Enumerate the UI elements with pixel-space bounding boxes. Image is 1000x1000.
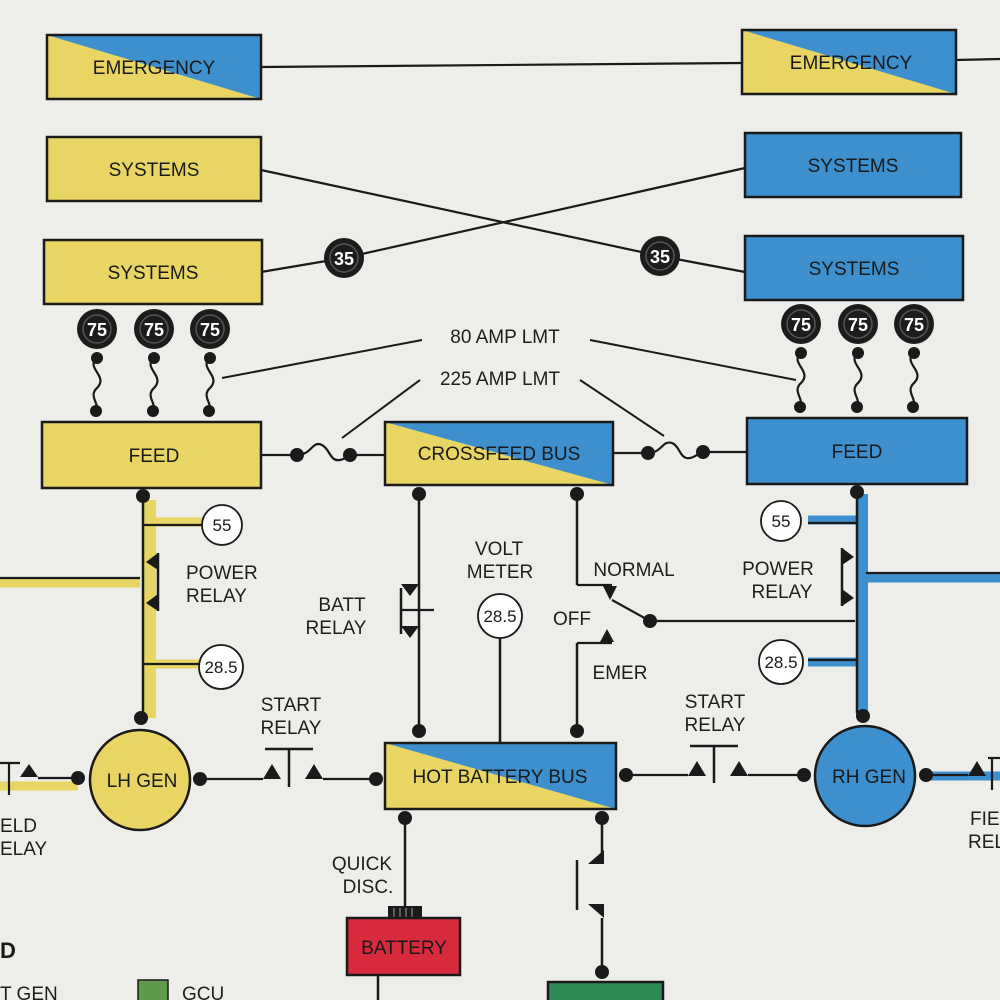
power-relay-right-label-2: RELAY [752, 582, 813, 603]
feed-bus-left: FEED [40, 420, 263, 490]
volt-meter: VOLT METER 28.5 [467, 539, 534, 743]
lh-generator: LH GEN [88, 728, 192, 832]
emergency-bus-left: EMERGENCY [45, 33, 263, 101]
power-relay-left-label-2: RELAY [186, 586, 247, 607]
svg-text:NORMAL: NORMAL [593, 560, 674, 581]
svg-text:OFF: OFF [553, 609, 591, 630]
svg-text:RH GEN: RH GEN [832, 767, 906, 788]
feed-left-label: FEED [129, 446, 180, 467]
legend: D T GEN GCU [0, 938, 224, 1000]
label-80-amp-lmt: 80 AMP LMT [450, 327, 560, 348]
gauge-28-5-left: 28.5 [198, 644, 244, 690]
svg-text:35: 35 [334, 249, 354, 269]
legend-gcu-swatch [137, 979, 169, 1000]
legend-item-gen: T GEN [0, 984, 58, 1000]
legend-item-gcu: GCU [182, 984, 224, 1000]
svg-text:DISC.: DISC. [343, 877, 394, 898]
breaker-group-right: 75 75 75 [781, 304, 934, 413]
svg-text:QUICK: QUICK [332, 854, 393, 875]
emergency-bus-right: EMERGENCY [740, 28, 958, 96]
current-limiter-right [613, 441, 747, 460]
hot-battery-bus: HOT BATTERY BUS [383, 741, 618, 811]
systems-right-1-label: SYSTEMS [808, 156, 899, 177]
crossfeed-bus-label: CROSSFEED BUS [418, 444, 581, 465]
circuit-breaker-75: 75 [134, 309, 174, 417]
circuit-breaker-35-left: 35 [324, 238, 364, 278]
power-relay-right-label: POWER [742, 559, 814, 580]
svg-text:RELAY: RELAY [685, 715, 746, 736]
svg-text:ELAY: ELAY [0, 839, 48, 860]
circuit-breaker-75: 75 [781, 304, 821, 413]
hot-battery-bus-label: HOT BATTERY BUS [413, 767, 588, 788]
svg-text:75: 75 [904, 315, 924, 335]
gauge-55-left: 55 [201, 504, 243, 546]
power-relay-left-label: POWER [186, 563, 258, 584]
circuit-breaker-75: 75 [838, 304, 878, 413]
ground-relay-branch [546, 811, 665, 1000]
battery-branch: QUICK DISC. BATTERY [332, 811, 462, 1000]
circuit-breaker-35-right: 35 [640, 236, 680, 276]
svg-text:EMER: EMER [593, 663, 648, 684]
legend-title: D [0, 938, 16, 963]
field-relay-left: ELD ELAY [0, 761, 85, 860]
svg-text:REL: REL [968, 832, 1000, 853]
start-relay-right: START RELAY [619, 692, 811, 783]
circuit-breaker-75: 75 [77, 309, 117, 417]
start-relay-left: START RELAY [193, 695, 383, 787]
systems-left-2-label: SYSTEMS [108, 263, 199, 284]
quick-disconnect-icon [388, 906, 422, 918]
systems-bus-left-2: SYSTEMS [42, 238, 264, 306]
svg-text:75: 75 [144, 320, 164, 340]
label-225-amp-lmt: 225 AMP LMT [440, 369, 560, 390]
field-relay-right: FIE REL [919, 756, 1000, 853]
svg-text:ELD: ELD [0, 816, 37, 837]
battery-switch: NORMAL OFF EMER [553, 487, 855, 738]
svg-text:START: START [685, 692, 746, 713]
svg-text:FIE: FIE [970, 809, 1000, 830]
svg-text:RELAY: RELAY [306, 618, 367, 639]
svg-text:RELAY: RELAY [261, 718, 322, 739]
svg-text:START: START [261, 695, 322, 716]
amp-limiter-callouts: 80 AMP LMT 225 AMP LMT [221, 327, 797, 439]
svg-text:BATT: BATT [318, 595, 366, 616]
gauge-55-right: 55 [760, 500, 802, 542]
crossfeed-bus: CROSSFEED BUS [383, 420, 615, 487]
batt-relay: BATT RELAY [306, 487, 434, 738]
svg-text:28.5: 28.5 [204, 658, 237, 677]
feed-bus-right: FEED [745, 416, 969, 486]
systems-left-1-label: SYSTEMS [109, 160, 200, 181]
left-power-path [0, 489, 205, 791]
right-power-path [808, 485, 1000, 781]
systems-right-2-label: SYSTEMS [809, 259, 900, 280]
emergency-left-label: EMERGENCY [93, 58, 216, 79]
svg-text:75: 75 [848, 315, 868, 335]
svg-text:LH GEN: LH GEN [107, 771, 178, 792]
svg-text:75: 75 [791, 315, 811, 335]
current-limiter-left [261, 442, 385, 462]
systems-bus-right-2: SYSTEMS [743, 234, 965, 302]
circuit-breaker-75: 75 [190, 309, 230, 417]
svg-text:VOLT: VOLT [475, 539, 524, 560]
svg-text:28.5: 28.5 [764, 653, 797, 672]
svg-text:75: 75 [200, 320, 220, 340]
svg-text:55: 55 [772, 512, 791, 531]
emergency-right-label: EMERGENCY [790, 53, 913, 74]
systems-bus-left-1: SYSTEMS [45, 135, 263, 203]
breaker-group-left: 75 75 75 [77, 309, 230, 417]
rh-generator: RH GEN [813, 724, 917, 828]
feed-right-label: FEED [832, 442, 883, 463]
emergency-link-wire [260, 57, 1000, 69]
svg-text:75: 75 [87, 320, 107, 340]
circuit-breaker-75: 75 [894, 304, 934, 413]
svg-text:28.5: 28.5 [483, 607, 516, 626]
systems-bus-right-1: SYSTEMS [743, 131, 963, 199]
svg-text:METER: METER [467, 562, 534, 583]
gauge-28-5-right: 28.5 [758, 639, 804, 685]
svg-text:35: 35 [650, 247, 670, 267]
battery-label: BATTERY [361, 938, 447, 959]
svg-text:55: 55 [213, 516, 232, 535]
